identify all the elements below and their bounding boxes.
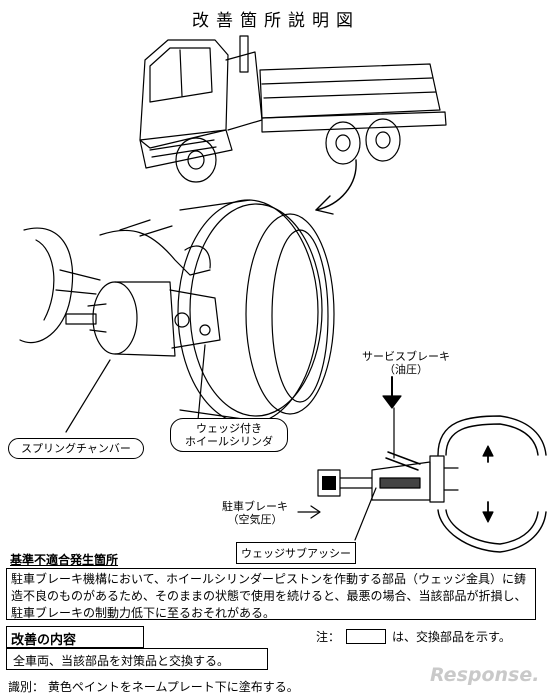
identification: 識別： 黄色ペイントをネームプレート下に塗布する。 — [8, 678, 299, 695]
issue-heading: 基準不適合発生箇所 — [10, 553, 119, 567]
remedy-heading: 改善の内容 — [6, 626, 144, 648]
replacement-part-swatch — [346, 629, 387, 644]
wheel-cylinder-label: ウェッジ付き ホイールシリンダ — [170, 418, 288, 452]
issue-description: 駐車ブレーキ機構において、ホイールシリンダーピストンを作動する部品（ウェッジ金具… — [6, 568, 536, 620]
curved-arrow — [315, 159, 357, 211]
page-title: 改善箇所説明図 — [192, 11, 360, 31]
leader-wedge-sub-assy — [354, 487, 377, 541]
leader-wheel-cylinder — [197, 344, 206, 421]
spring-chamber-label: スプリングチャンバー — [8, 438, 144, 459]
identification-label: 識別： — [8, 680, 45, 694]
note-prefix: 注： — [316, 630, 341, 644]
leader-spring-chamber — [65, 359, 111, 433]
brake-drum-drawing — [177, 199, 335, 425]
service-brake-label: サービスブレーキ （油圧） — [362, 350, 450, 376]
identification-text: 黄色ペイントをネームプレート下に塗布する。 — [47, 680, 299, 694]
response-logo: Response. — [430, 664, 540, 686]
truck-drawing — [139, 35, 447, 183]
parking-brake-label: 駐車ブレーキ （空気圧） — [222, 500, 288, 526]
wedge-schematic — [317, 451, 459, 503]
hub-and-axle-drawing — [19, 219, 221, 357]
replacement-note: 注： は、交換部品を示す。 — [316, 628, 511, 645]
brake-illustration — [19, 35, 547, 553]
brake-shoe-drawing — [437, 415, 547, 553]
note-suffix: は、交換部品を示す。 — [392, 630, 511, 644]
remedy-description: 全車両、当該部品を対策品と交換する。 — [6, 648, 268, 670]
wedge-sub-assy-label: ウェッジサブアッシー — [236, 542, 356, 564]
